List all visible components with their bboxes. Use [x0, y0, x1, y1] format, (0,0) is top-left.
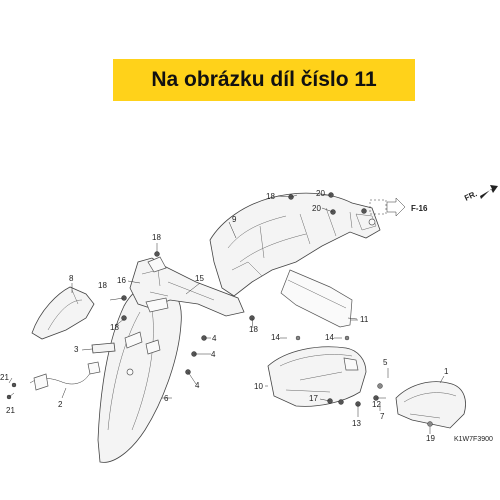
callout-21: 21: [0, 373, 9, 382]
callout-20: 20: [316, 189, 325, 198]
part-10-lower-cover: [267, 346, 367, 407]
callout-18: 18: [266, 192, 275, 201]
direction-label: FR.: [463, 189, 478, 203]
callout-14: 14: [325, 333, 334, 342]
callout-12: 12: [372, 400, 381, 409]
callout-5: 5: [383, 358, 388, 367]
title-banner: Na obrázku díl číslo 11: [113, 59, 415, 101]
callout-18: 18: [152, 233, 161, 242]
callout-21: 21: [6, 406, 15, 415]
part-6-main-rear-fender: [97, 284, 182, 463]
callout-4: 4: [212, 334, 217, 343]
callout-7: 7: [380, 412, 385, 421]
diagram-code: K1W7F3900: [454, 436, 493, 443]
callout-18: 18: [110, 323, 119, 332]
callout-13: 13: [352, 419, 361, 428]
callout-14: 14: [271, 333, 280, 342]
part-2-license-light-harness: [29, 361, 101, 391]
callout-19: 19: [426, 434, 435, 443]
callout-3: 3: [74, 345, 79, 354]
callout-4: 4: [211, 350, 216, 359]
part-9-inner-fender: [209, 192, 381, 297]
callout-15: 15: [195, 274, 204, 283]
callout-18: 18: [98, 281, 107, 290]
part-3-reflector: [91, 342, 116, 354]
callout-1: 1: [444, 367, 449, 376]
part-8-rear-fender-piece: [31, 286, 95, 340]
part-15-fender-bracket: [129, 256, 245, 317]
callout-4: 4: [195, 381, 200, 390]
callout-8: 8: [69, 274, 74, 283]
reference-arrow-f16: F-16: [369, 197, 428, 217]
banner-title: Na obrázku díl číslo 11: [151, 68, 377, 91]
part-1-side-cover: [395, 381, 466, 429]
callout-10: 10: [254, 382, 263, 391]
callout-16: 16: [117, 276, 126, 285]
leader-lines: [8, 194, 445, 434]
callout-6: 6: [164, 394, 169, 403]
callout-18: 18: [249, 325, 258, 334]
callout-17: 17: [309, 394, 318, 403]
reference-label: F-16: [411, 204, 428, 213]
part-11-splash-guard: [280, 269, 353, 328]
callout-20: 20: [312, 204, 321, 213]
callout-9: 9: [232, 215, 237, 224]
callout-2: 2: [58, 400, 63, 409]
front-direction-arrow-icon: FR.: [463, 185, 498, 203]
callout-11: 11: [360, 315, 369, 324]
callouts: 1 2 3 4 4 4 5 6 7 8 9 10 11 12 13 14 14 …: [0, 189, 449, 443]
